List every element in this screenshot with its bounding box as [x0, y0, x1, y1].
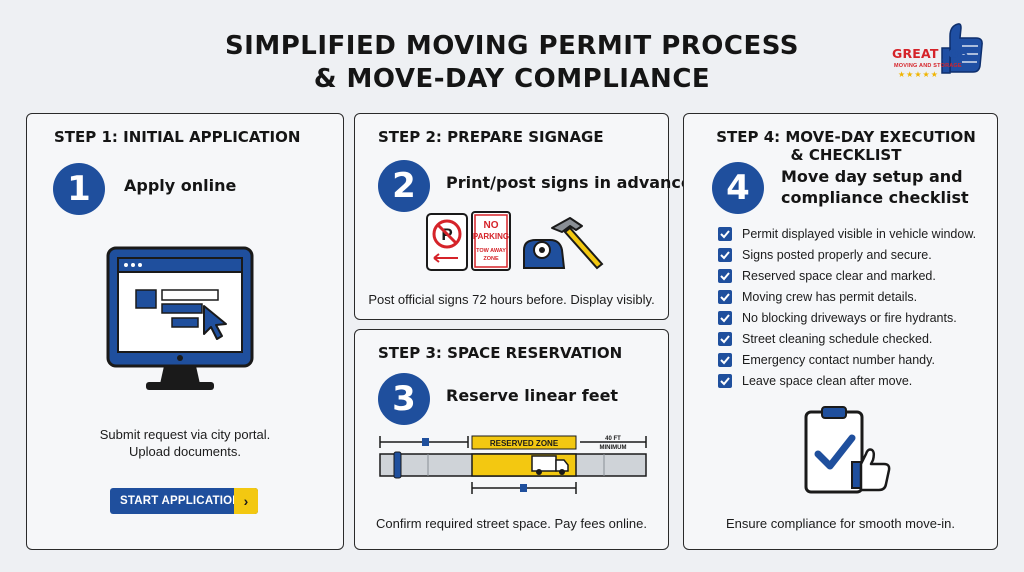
step-2-caption: Post official signs 72 hours before. Dis… — [368, 292, 655, 307]
thumbs-up-icon — [851, 448, 891, 492]
step-2-title: STEP 2: PREPARE SIGNAGE — [378, 128, 604, 146]
step-4-heading: Move day setup and compliance checklist — [781, 166, 969, 208]
step-1-title: STEP 1: INITIAL APPLICATION — [54, 128, 301, 146]
sign-text-parking: PARKING — [473, 232, 509, 241]
reserved-zone-label-bg — [471, 435, 577, 450]
street-reservation-diagram: RESERVED ZONE 40 FT MINIMUM — [379, 435, 647, 494]
checklist-item: Leave space clean after move. — [718, 373, 990, 394]
checklist-item: Moving crew has permit details. — [718, 289, 990, 310]
step-4-number-badge: 4 — [712, 162, 764, 214]
checklist-item: Signs posted properly and secure. — [718, 247, 990, 268]
chevron-right-icon: › — [234, 488, 258, 514]
checklist-item: Reserved space clear and marked. — [718, 268, 990, 289]
step-4-caption: Ensure compliance for smooth move-in. — [725, 516, 956, 531]
step-3-heading: Reserve linear feet — [446, 386, 619, 405]
step-2-heading: Print/post signs in advance — [446, 173, 692, 192]
sign-text-zone: ZONE — [483, 256, 499, 262]
checkbox-checked-icon — [718, 374, 732, 388]
step-3-number-badge: 3 — [378, 373, 430, 425]
checklist-item-label: Leave space clean after move. — [742, 374, 913, 388]
checklist-item-label: Reserved space clear and marked. — [742, 269, 936, 283]
checklist-item-label: Moving crew has permit details. — [742, 290, 918, 304]
tape-dispenser-icon — [523, 239, 566, 269]
signage-illustration: P NO PARKING TOW AWAY ZONE — [426, 211, 604, 271]
title-line-2: & MOVE-DAY COMPLIANCE — [313, 64, 711, 94]
step-2-number-badge: 2 — [378, 160, 430, 212]
step-4-heading-line-1: Move day setup and — [781, 167, 963, 186]
step-3-caption: Confirm required street space. Pay fees … — [376, 516, 647, 531]
logo-word-job: JOB — [943, 46, 969, 61]
step-4-heading-line-2: compliance checklist — [781, 188, 969, 207]
sign-text-tow-away: TOW AWAY — [476, 248, 506, 254]
clipboard-thumbs-up-icon — [804, 406, 891, 494]
min-length-label-1: 40 FT — [605, 436, 621, 442]
step-1-heading: Apply online — [124, 176, 237, 195]
checkbox-checked-icon — [718, 332, 732, 346]
step-1-caption-line-2: Upload documents. — [128, 444, 241, 459]
step-3-title: STEP 3: SPACE RESERVATION — [378, 344, 623, 362]
no-parking-sign-icon: P — [426, 213, 468, 271]
checkbox-checked-icon — [718, 269, 732, 283]
checklist-item: Street cleaning schedule checked. — [718, 331, 990, 352]
checklist-item-label: No blocking driveways or fire hydrants. — [742, 311, 957, 325]
hammer-icon — [551, 217, 604, 270]
checklist-item-label: Signs posted properly and secure. — [742, 248, 932, 262]
thumbs-up-icon — [941, 23, 983, 74]
moving-truck-icon — [531, 455, 569, 475]
start-application-button[interactable]: START APPLICATION › — [110, 488, 258, 514]
computer-monitor-icon — [106, 246, 254, 390]
checkbox-checked-icon — [718, 353, 732, 367]
logo-wordmark: GREAT JOB — [892, 46, 969, 61]
checklist-item-label: Permit displayed visible in vehicle wind… — [742, 227, 977, 241]
min-length-label-2: MINIMUM — [600, 445, 627, 451]
sign-text-no: NO — [484, 220, 499, 231]
checklist-item-label: Emergency contact number handy. — [742, 353, 935, 367]
tow-away-sign-icon: NO PARKING TOW AWAY ZONE — [471, 211, 511, 271]
title-line-1: SIMPLIFIED MOVING PERMIT PROCESS — [224, 31, 800, 61]
checkbox-checked-icon — [718, 248, 732, 262]
checklist-item: Permit displayed visible in vehicle wind… — [718, 226, 990, 247]
logo-word-great: GREAT — [892, 46, 939, 61]
compliance-checklist: Permit displayed visible in vehicle wind… — [718, 226, 990, 394]
checklist-item: Emergency contact number handy. — [718, 352, 990, 373]
checklist-item-label: Street cleaning schedule checked. — [742, 332, 933, 346]
page-title: SIMPLIFIED MOVING PERMIT PROCESS & MOVE-… — [150, 30, 874, 96]
checklist-item: No blocking driveways or fire hydrants. — [718, 310, 990, 331]
step-1-caption-line-1: Submit request via city portal. — [99, 427, 271, 442]
step-4-title: STEP 4: MOVE-DAY EXECUTION & CHECKLIST — [706, 128, 986, 164]
step-4-title-line-2: & CHECKLIST — [790, 146, 902, 164]
step-2-panel — [354, 113, 669, 320]
reserved-zone-label: RESERVED ZONE — [490, 439, 559, 448]
mouse-cursor-icon — [203, 305, 227, 340]
step-1-caption: Submit request via city portal. Upload d… — [40, 426, 330, 460]
step-4-title-line-1: STEP 4: MOVE-DAY EXECUTION — [716, 128, 976, 146]
logo-stars: ★★★★★ — [898, 70, 939, 79]
checkbox-checked-icon — [718, 290, 732, 304]
checkbox-checked-icon — [718, 227, 732, 241]
company-logo: GREAT JOB MOVING AND STORAGE ★★★★★ — [888, 22, 988, 84]
logo-tagline: MOVING AND STORAGE — [894, 63, 962, 69]
step-1-number-badge: 1 — [53, 163, 105, 215]
checkbox-checked-icon — [718, 311, 732, 325]
start-application-label: START APPLICATION — [120, 495, 241, 507]
